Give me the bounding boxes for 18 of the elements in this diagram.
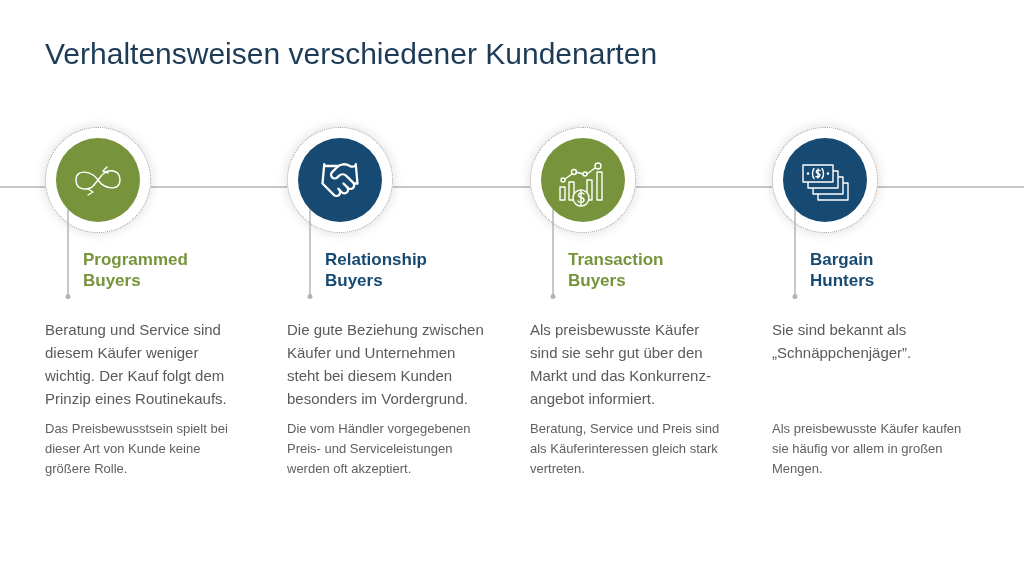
- note: Als preisbewusste Käufer kaufen sie häufig vor allem in großen Mengen.: [772, 420, 963, 478]
- column-heading: Relationship Buyers: [325, 249, 428, 291]
- column-heading: Bargain Hunters: [810, 249, 876, 291]
- timeline-line: [391, 186, 532, 188]
- timeline-line: [149, 186, 289, 188]
- column-heading: Programmed Buyers: [83, 249, 189, 291]
- note: Die vom Händler vorgegebenen Preis- und Serviceleistungen werden oft akzeptiert.: [287, 420, 472, 478]
- timeline-line: [0, 186, 47, 188]
- note: Das Preisbewusstsein spielt bei dieser Art von Kunde keine größere Rolle.: [45, 420, 229, 478]
- column-heading: Transaction Buyers: [568, 249, 665, 291]
- description: Beratung und Service sind diesem Käufer weniger wichtig. Der Kauf folgt dem Prinzip eines Routinekaufs.: [45, 320, 228, 409]
- timeline-line: [876, 186, 1024, 188]
- title: Verhaltensweisen verschiedener Kundenarten: [45, 36, 658, 72]
- description: Die gute Beziehung zwischen Käufer und Unternehmen steht bei diesem Kunden besonders im Vordergrund.: [287, 320, 485, 409]
- note: Beratung, Service und Preis sind als Käuferinteressen gleich stark vertreten.: [530, 420, 721, 478]
- description: Als preisbewusste Käufer sind sie sehr gut über den Markt und das Konkurrenz- angebot informiert.: [530, 320, 712, 409]
- timeline-line: [634, 186, 774, 188]
- description: Sie sind bekannt als „Schnäppchenjäger”.: [772, 320, 913, 363]
